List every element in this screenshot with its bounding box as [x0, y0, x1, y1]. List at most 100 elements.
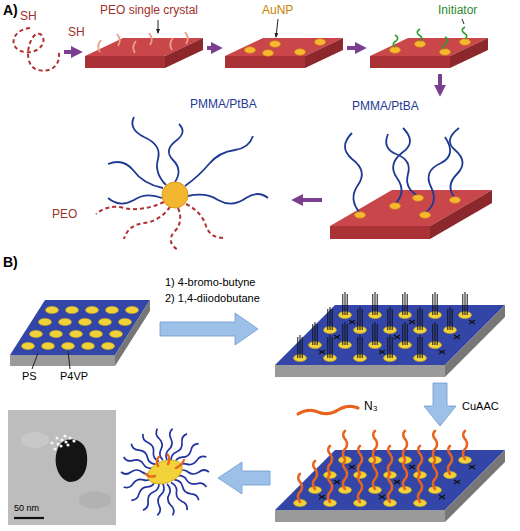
grafted-film	[414, 473, 427, 507]
grafted-slab	[430, 190, 492, 239]
alkyne-film	[324, 307, 337, 334]
peo-crystal-slab	[370, 38, 488, 68]
block-copolymer-film	[99, 318, 112, 325]
tem-micrograph	[68, 436, 71, 439]
process-arrow	[218, 462, 270, 494]
block-copolymer-film	[90, 330, 103, 337]
janus-particle	[176, 460, 184, 468]
alkyne-film	[294, 335, 307, 362]
alkyne-film	[349, 320, 355, 324]
polymer-label: PMMA/PtBA	[190, 98, 257, 112]
peo-crystal-slab	[225, 56, 305, 68]
block-copolymer-film	[82, 342, 95, 349]
block-copolymer-film	[59, 318, 72, 325]
alkyne-film	[324, 335, 337, 362]
block-copolymer-film	[10, 300, 150, 355]
grafted-film	[349, 465, 355, 469]
polymer-label: PMMA/PtBA	[352, 100, 419, 114]
tem-micrograph	[79, 491, 111, 509]
hybrid-particle	[96, 202, 224, 250]
alkyne-film	[394, 335, 400, 339]
hybrid-particle	[186, 204, 224, 238]
tem-micrograph	[60, 438, 63, 441]
tem-micrograph	[63, 434, 66, 437]
thiol-end-group	[185, 32, 188, 44]
grafted-film	[439, 495, 445, 499]
reagent-label: N₃	[364, 400, 378, 414]
alkyne-film	[459, 292, 472, 319]
block-copolymer-film	[110, 330, 123, 337]
pmma-brush	[425, 137, 450, 213]
janus-particle	[167, 454, 169, 464]
process-arrow	[207, 46, 218, 50]
grafted-film	[334, 480, 340, 484]
peo-crystal-slab	[165, 38, 203, 68]
peo-crystal-slab	[450, 38, 488, 68]
peo-thiol-chain	[14, 28, 60, 71]
hybrid-particle	[185, 136, 253, 186]
thiol-end-group	[117, 34, 120, 46]
alkyne-film	[384, 307, 397, 334]
alkyne-film	[384, 335, 397, 362]
grafted-film	[444, 445, 457, 479]
leader-line	[158, 19, 464, 37]
gold-nanoparticle	[413, 195, 424, 201]
grafted-film	[429, 430, 442, 464]
hybrid-particle	[108, 195, 162, 203]
process-arrow	[438, 74, 442, 92]
block-copolymer-film	[10, 355, 115, 366]
grafted-film	[409, 465, 415, 469]
alkyne-film	[399, 322, 412, 349]
pmma-brush	[393, 128, 410, 204]
gold-nanoparticle	[315, 39, 326, 45]
grafted-film	[445, 450, 505, 522]
alkyne-film	[309, 322, 322, 349]
leader-line	[32, 353, 38, 369]
hybrid-particle	[124, 207, 170, 239]
gold-nanoparticle	[355, 195, 461, 218]
janus-particle	[157, 456, 160, 466]
grafted-film	[469, 465, 475, 469]
tem-micrograph	[21, 432, 49, 448]
block-copolymer-film	[86, 306, 99, 313]
initiator-group	[393, 27, 467, 49]
block-copolymer-film	[46, 306, 59, 313]
alkyne-film	[275, 292, 505, 377]
thiol-end-group	[149, 33, 152, 45]
janus-particle	[144, 456, 185, 489]
alkyne-film	[445, 305, 505, 377]
tem-micrograph	[56, 439, 88, 482]
grafted-film	[399, 460, 412, 494]
block-copolymer-film	[70, 330, 83, 337]
janus-particle	[165, 428, 174, 460]
alkyne-film	[354, 335, 367, 362]
janus-particle	[155, 483, 164, 515]
peo-crystal-slab	[305, 38, 343, 68]
block-copolymer-film	[106, 306, 119, 313]
panel-letter: A)	[3, 2, 18, 18]
alkyne-film	[414, 335, 427, 362]
leader-line	[276, 19, 278, 37]
grafted-film	[319, 495, 325, 499]
hybrid-particle	[108, 162, 163, 188]
crystal-label: PEO single crystal	[100, 4, 198, 18]
block-copolymer-film	[102, 342, 115, 349]
grafted-film	[394, 480, 400, 484]
tem-micrograph	[72, 439, 75, 442]
pmma-brush	[386, 134, 418, 196]
peo-crystal-slab	[370, 56, 450, 68]
block-copolymer-film	[79, 318, 92, 325]
gold-nanoparticle	[355, 212, 366, 218]
block-copolymer-film	[10, 300, 150, 366]
hybrid-particle	[169, 124, 183, 182]
alkyne-film	[319, 350, 325, 354]
hybrid-particle	[162, 182, 188, 208]
thiol-end-group	[98, 40, 101, 52]
hybrid-particle	[171, 208, 180, 250]
alkyne-film	[369, 292, 382, 319]
alkyne-film	[414, 307, 427, 334]
alkyne-film	[409, 320, 415, 324]
grafted-film	[339, 430, 352, 464]
leader-line	[462, 19, 464, 24]
grafted-film	[324, 473, 337, 507]
